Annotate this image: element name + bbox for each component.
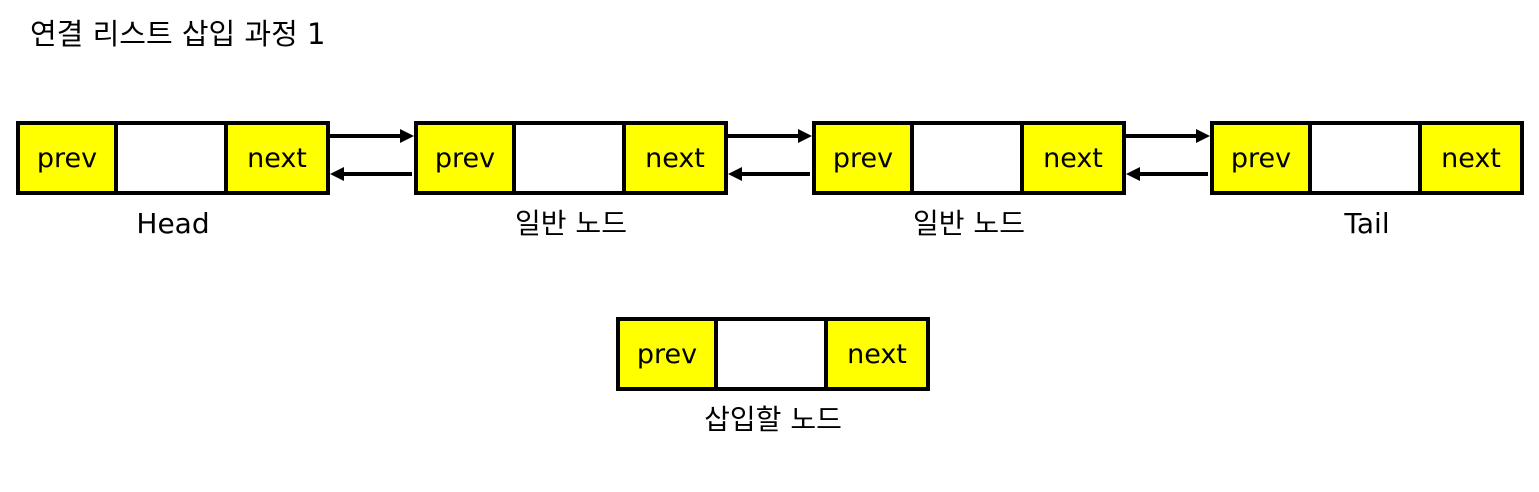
forward-arrow-1-2 (728, 129, 812, 143)
node-caption-2: 일반 노드 (913, 207, 1025, 240)
prev-field: prev (20, 125, 118, 191)
next-field: next (1024, 125, 1122, 191)
forward-arrow-0-1 (330, 129, 414, 143)
forward-arrow-2-3 (1126, 129, 1210, 143)
data-field (1312, 125, 1422, 191)
data-field (914, 125, 1024, 191)
next-field: next (1422, 125, 1520, 191)
backward-arrow-2-1 (728, 167, 810, 181)
list-node-head: prev next (16, 121, 330, 195)
data-field (118, 125, 228, 191)
backward-arrow-3-2 (1126, 167, 1208, 181)
list-node-1: prev next (414, 121, 728, 195)
next-field: next (228, 125, 326, 191)
data-field (516, 125, 626, 191)
prev-field: prev (620, 321, 718, 387)
new-node-caption: 삽입할 노드 (704, 403, 842, 436)
backward-arrow-1-0 (330, 167, 412, 181)
list-node-2: prev next (812, 121, 1126, 195)
prev-field: prev (1214, 125, 1312, 191)
node-caption-tail: Tail (1344, 207, 1390, 240)
prev-field: prev (816, 125, 914, 191)
list-node-tail: prev next (1210, 121, 1524, 195)
diagram-title: 연결 리스트 삽입 과정 1 (30, 17, 326, 51)
prev-field: prev (418, 125, 516, 191)
next-field: next (626, 125, 724, 191)
new-node: prev next (616, 317, 930, 391)
data-field (718, 321, 828, 387)
node-caption-head: Head (136, 207, 210, 240)
node-caption-1: 일반 노드 (515, 207, 627, 240)
next-field: next (828, 321, 926, 387)
